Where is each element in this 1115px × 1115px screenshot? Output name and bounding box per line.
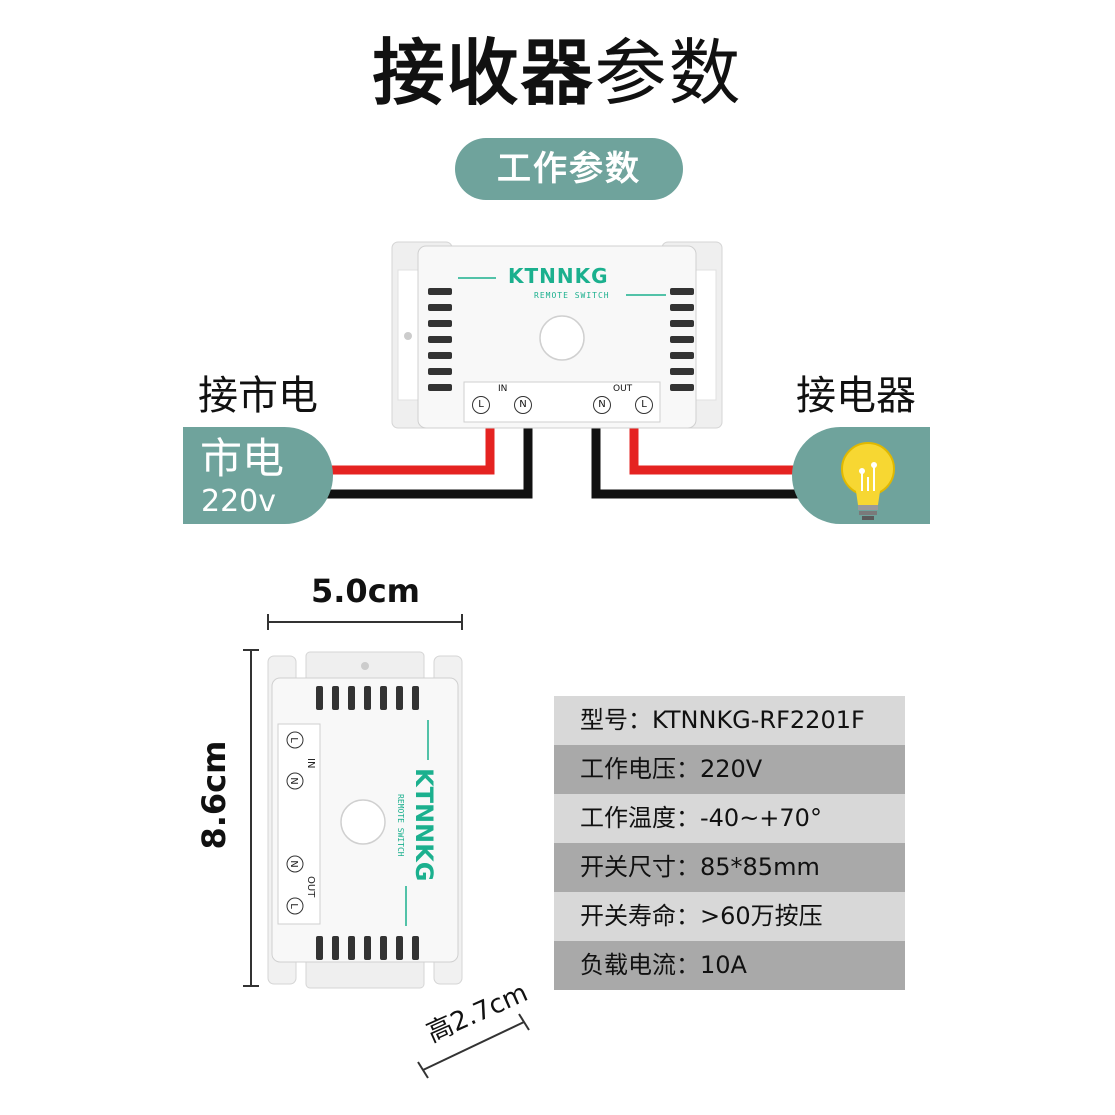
brand-subtitle-front: REMOTE SWITCH (396, 794, 405, 857)
page-title-bold: 接收器 (372, 31, 595, 115)
output-label: 接电器 (796, 373, 916, 419)
load-device (792, 427, 930, 524)
mains-title: 市电 (200, 434, 285, 483)
front-out-label: OUT (305, 876, 316, 898)
spec-row-lifespan: 开关寿命：>60万按压 (554, 892, 905, 941)
input-live-wire (300, 418, 495, 475)
terminal-in-n: N (514, 396, 532, 414)
spec-row-temperature: 工作温度：-40~+70° (554, 794, 905, 843)
spec-row-model: 型号：KTNNKG-RF2201F (554, 696, 905, 745)
front-terminal-4: L (288, 903, 299, 909)
output-neutral-wire (591, 418, 820, 499)
page-title-light: 参数 (594, 31, 743, 115)
brand-logo-front: KTNNKG (410, 768, 438, 881)
output-wires (591, 418, 820, 499)
in-label-top: IN (498, 384, 508, 394)
terminal-in-l: L (472, 396, 490, 414)
front-in-label: IN (305, 758, 316, 768)
receiver-module-front-drawing: L N N L IN OUT KTNNKG REMOTE SWITCH (267, 651, 463, 989)
brand-subtitle-top: REMOTE SWITCH (534, 291, 610, 300)
front-terminal-2: N (288, 777, 299, 784)
input-neutral-wire (300, 418, 533, 499)
mains-voltage: 220v (201, 484, 277, 519)
brand-logo-top: KTNNKG (508, 264, 609, 288)
spec-row-voltage: 工作电压：220V (554, 745, 905, 794)
width-dimension-label: 5.0cm (311, 572, 420, 610)
receiver-module-front: L N N L IN OUT KTNNKG REMOTE SWITCH (266, 650, 464, 990)
terminal-out-n: N (593, 396, 611, 414)
input-wires (300, 418, 533, 499)
light-bulb-icon (841, 442, 895, 520)
section-badge: 工作参数 (455, 138, 683, 200)
spec-row-current: 负载电流：10A (554, 941, 905, 990)
input-label: 接市电 (198, 373, 318, 419)
page-title: 接收器参数 (0, 28, 1115, 118)
front-terminal-1: L (288, 737, 299, 743)
front-terminal-3: N (288, 860, 299, 867)
output-live-wire (629, 418, 820, 475)
receiver-module-top-drawing (391, 241, 723, 429)
spec-table: 型号：KTNNKG-RF2201F 工作电压：220V 工作温度：-40~+70… (554, 696, 905, 990)
out-label-top: OUT (613, 384, 633, 394)
height-dimension-label: 8.6cm (195, 740, 233, 850)
mains-source: 市电 220v (183, 427, 333, 524)
spec-row-size: 开关尺寸：85*85mm (554, 843, 905, 892)
receiver-module-top: KTNNKG REMOTE SWITCH IN OUT L N N L (388, 240, 726, 432)
terminal-out-l: L (635, 396, 653, 414)
depth-dimension-line (422, 1021, 525, 1071)
